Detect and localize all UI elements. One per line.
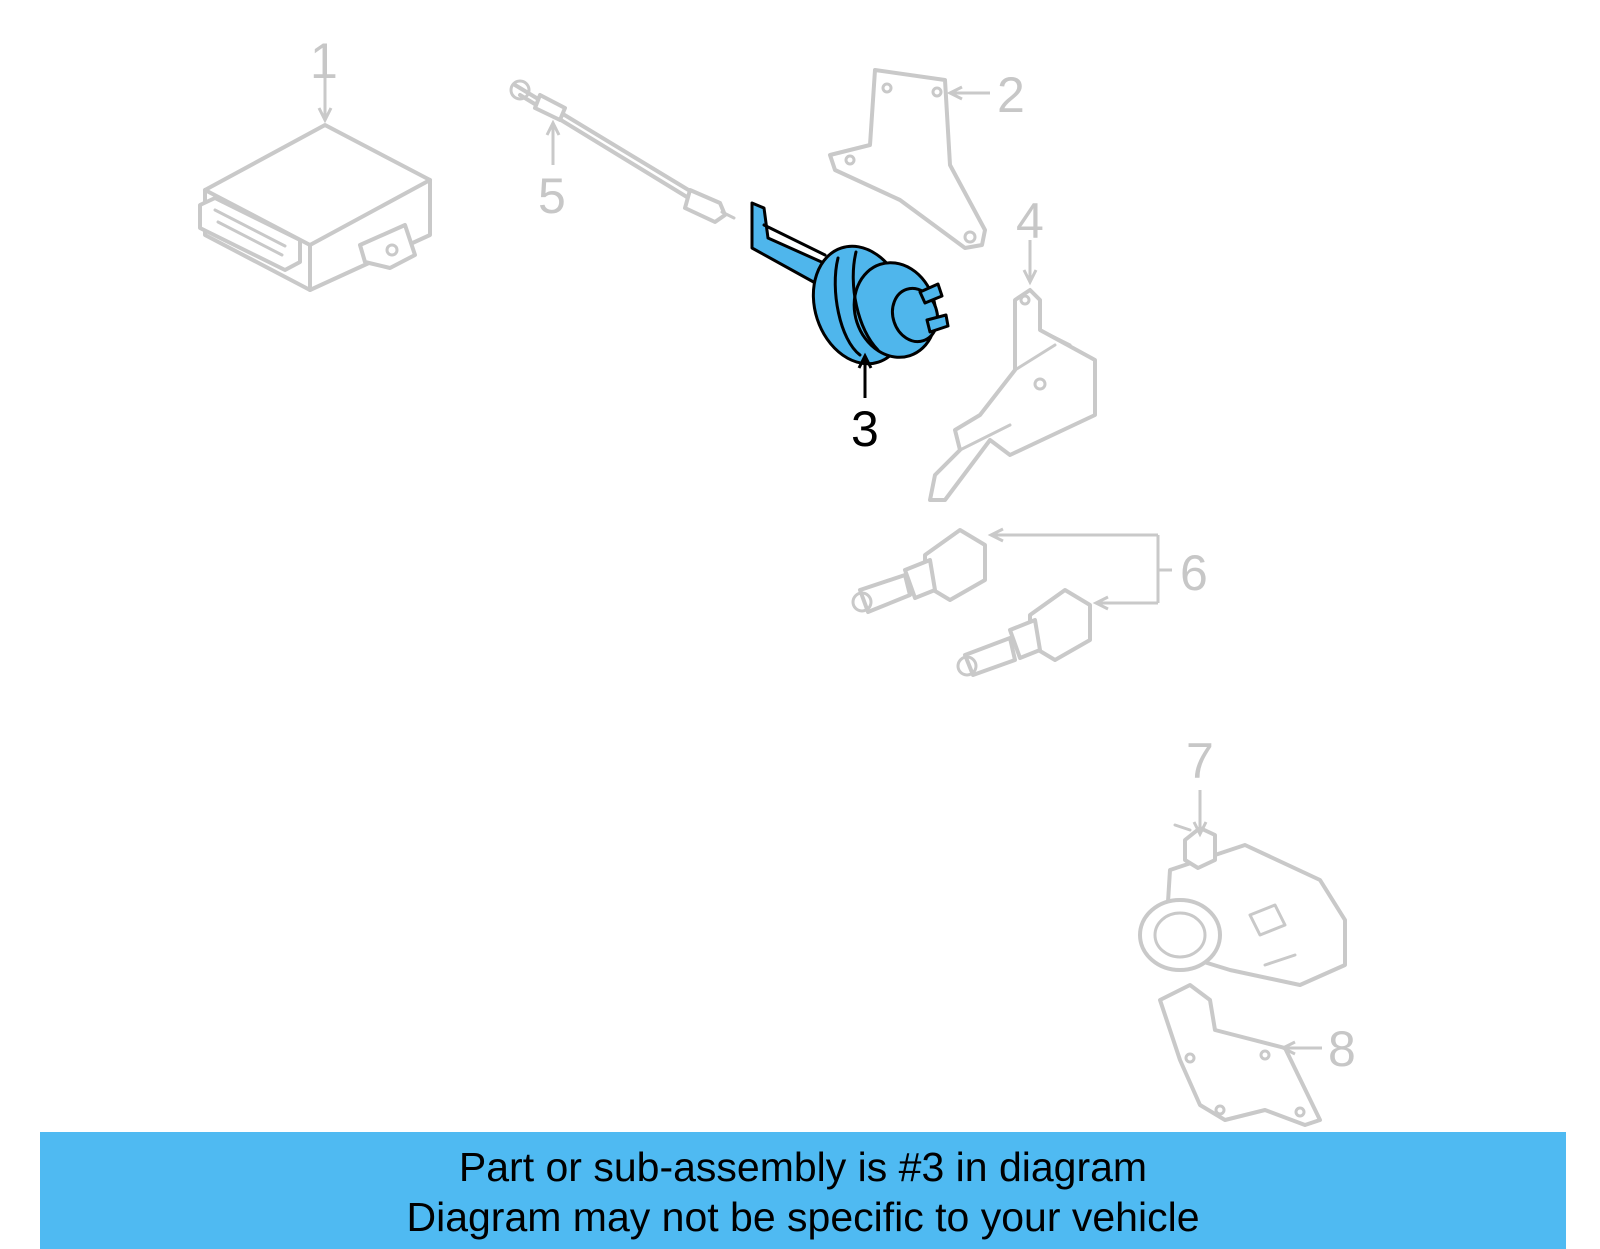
part-5-rod[interactable] bbox=[509, 79, 736, 224]
callout-8: 8 bbox=[1328, 1021, 1356, 1077]
leader-2 bbox=[946, 85, 990, 101]
callout-6: 6 bbox=[1180, 545, 1208, 601]
part-6-switch-upper[interactable] bbox=[851, 528, 987, 614]
leader-7 bbox=[1192, 790, 1208, 838]
leader-6 bbox=[987, 527, 1172, 611]
part-6-switch-lower[interactable] bbox=[956, 588, 1092, 677]
leader-8 bbox=[1279, 1040, 1322, 1056]
callout-1: 1 bbox=[310, 33, 338, 89]
leader-1 bbox=[317, 75, 333, 124]
callout-5: 5 bbox=[538, 168, 566, 224]
part-1-control-module[interactable] bbox=[198, 123, 432, 292]
part-2-bracket[interactable] bbox=[828, 68, 987, 250]
part-3-vacuum-actuator[interactable] bbox=[750, 201, 950, 376]
part-7-actuator[interactable] bbox=[1138, 823, 1347, 987]
callout-7: 7 bbox=[1186, 733, 1214, 789]
leader-5 bbox=[545, 119, 561, 165]
leader-3 bbox=[857, 352, 873, 398]
part-8-lower-bracket[interactable] bbox=[1158, 983, 1322, 1127]
callout-3: 3 bbox=[851, 401, 879, 457]
callout-2: 2 bbox=[997, 67, 1025, 123]
callout-4: 4 bbox=[1016, 193, 1044, 249]
part-4-mount-bracket[interactable] bbox=[928, 288, 1097, 502]
banner-line-1: Part or sub-assembly is #3 in diagram bbox=[458, 1144, 1148, 1190]
leader-4 bbox=[1022, 240, 1038, 286]
banner-line-2: Diagram may not be specific to your vehi… bbox=[406, 1194, 1200, 1240]
info-banner: Part or sub-assembly is #3 in diagram Di… bbox=[40, 1132, 1566, 1249]
